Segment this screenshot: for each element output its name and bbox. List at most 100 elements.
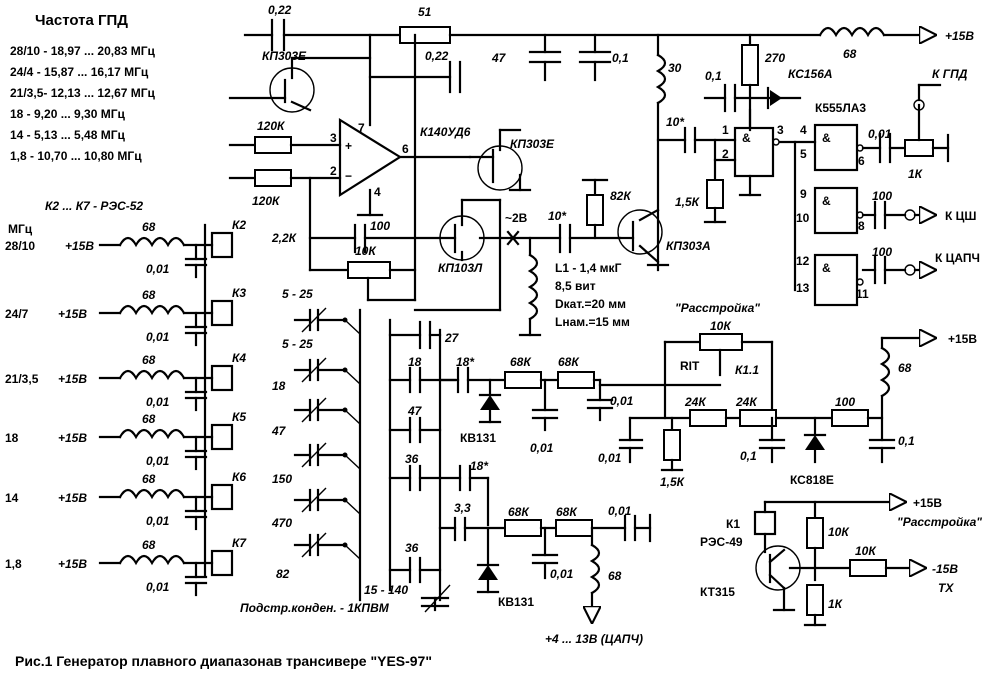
- out-capch-label: К ЦАПЧ: [935, 251, 980, 265]
- svg-text:4: 4: [800, 123, 807, 137]
- relay-bank-header: К2 ... К7 - РЭС-52: [45, 199, 143, 213]
- vd1-label: КВ131: [460, 431, 496, 445]
- relay-band-label: 28/10: [5, 239, 35, 253]
- l-top-label: 68: [843, 47, 857, 61]
- pin6-label: 6: [402, 142, 409, 156]
- freq-row: 28/10 - 18,97 ... 20,83 МГц: [10, 44, 156, 58]
- rit-section: "Расстройка" 10К RIT К1.1 24К 24К 0,01 1…: [598, 301, 977, 489]
- trimmer-array: 5 - 25 5 - 25 18 47 150 470 82 27 18 47 …: [240, 287, 460, 615]
- vd-818-label: КС818Е: [790, 473, 834, 487]
- figure-caption: Рис.1 Генератор плавного диапазонав тран…: [15, 653, 432, 669]
- freq-row: 21/3,5- 12,13 ... 12,67 МГц: [10, 86, 156, 100]
- relay-ref-label: К5: [232, 410, 246, 424]
- tx-label: ТХ: [938, 581, 954, 595]
- freq-table-title: Частота ГПД: [35, 12, 128, 29]
- c-27-label: 27: [444, 331, 460, 345]
- relay-choke-label: 68: [142, 353, 156, 367]
- l1-label-b: 8,5 вит: [555, 279, 596, 293]
- trim-note: Подстр.конден. - 1КПВМ: [240, 601, 390, 615]
- detune-label: "Расстройка": [675, 301, 760, 315]
- r-22-label: 2,2К: [271, 231, 298, 245]
- trimmer-row: [293, 307, 361, 335]
- vd2-label: КВ131: [498, 595, 534, 609]
- trimmer-row: [293, 442, 361, 470]
- relay-band-label: 24/7: [5, 307, 29, 321]
- c-36b-label: 36: [405, 541, 419, 555]
- r-10k-label: 10К: [355, 244, 377, 258]
- relay-cap-label: 0,01: [146, 454, 170, 468]
- svg-text:11: 11: [856, 287, 869, 301]
- supply-c-label: +15В: [913, 496, 942, 510]
- trim-47-label: 47: [271, 424, 287, 438]
- svg-text:6: 6: [858, 154, 865, 168]
- trimmer-row: [293, 487, 361, 515]
- relay-supply-label: +15В: [58, 491, 87, 505]
- relay-band-label: 1,8: [5, 557, 22, 571]
- r-15-label: 1,5К: [675, 195, 701, 209]
- c-001f-label: 0,01: [598, 451, 622, 465]
- l-68b-label: 68: [898, 361, 912, 375]
- relay-bank-unit: МГц: [8, 222, 33, 236]
- trimmer-row: [293, 357, 361, 385]
- r-68d-label: 68К: [556, 505, 578, 519]
- out-gpd-label: К ГПД: [932, 67, 968, 81]
- freq-row: 24/4 - 15,87 ... 16,17 МГц: [10, 65, 149, 79]
- opamp-block: КП303Е 0,22 + − 3 2 7 6 4 К140УД6 120К 1…: [228, 33, 472, 302]
- var-15-label: 15 - 140: [364, 583, 408, 597]
- trim-18-label: 18: [272, 379, 286, 393]
- r-top-label: 51: [418, 5, 432, 19]
- freq-row: 18 - 9,20 ... 9,30 МГц: [10, 107, 126, 121]
- r-68b-label: 68К: [558, 355, 580, 369]
- relay-supply-label: +15В: [58, 557, 87, 571]
- c-33-label: 3,3: [454, 501, 471, 515]
- c-47-label: 47: [491, 51, 507, 65]
- svg-text:+: +: [345, 139, 352, 153]
- trimmer-row: [293, 397, 361, 425]
- relay-cap-label: 0,01: [146, 395, 170, 409]
- r-1k-label: 1К: [908, 167, 924, 181]
- c-36a-label: 36: [405, 452, 419, 466]
- q3-label: КП103Л: [438, 261, 483, 275]
- c-01c-label: 0,1: [740, 449, 757, 463]
- q2-label: КП303Е: [510, 137, 555, 151]
- q4-label: КП303А: [666, 239, 711, 253]
- fet-stage: КП303Е КП103Л ~2В L1 - 1,4 мкГ 8,5 вит D…: [413, 128, 632, 337]
- c-001e-label: 0,01: [608, 504, 632, 518]
- relay-cap-label: 0,01: [146, 580, 170, 594]
- svg-text:−: −: [345, 169, 352, 183]
- relay-band-label: 14: [5, 491, 19, 505]
- rit-label: RIT: [680, 359, 700, 373]
- r-24b-label: 24К: [735, 395, 758, 409]
- c-100c-label: 100: [872, 245, 892, 259]
- c-top-label: 0,22: [268, 3, 292, 17]
- r-100-label: 100: [835, 395, 855, 409]
- pin7-label: 7: [358, 121, 365, 135]
- r-24a-label: 24К: [684, 395, 707, 409]
- r-10ka-label: 10К: [828, 525, 850, 539]
- relay-choke-label: 68: [142, 288, 156, 302]
- supply-b-label: +15В: [948, 332, 977, 346]
- pin2-label: 2: [330, 164, 337, 178]
- l1-label-c: Dкат.=20 мм: [555, 297, 626, 311]
- relay-supply-label: +15В: [65, 239, 94, 253]
- c-18s-b-label: 18*: [470, 459, 489, 473]
- frequency-table: Частота ГПД 28/10 - 18,97 ... 20,83 МГц …: [10, 12, 156, 163]
- relay-ref-label: К2: [232, 218, 246, 232]
- freq-row: 1,8 - 10,70 ... 10,80 МГц: [10, 149, 142, 163]
- r-68c-label: 68К: [508, 505, 530, 519]
- pot-10k-label: 10К: [710, 319, 732, 333]
- r-120b-label: 120К: [252, 194, 281, 208]
- c-01d-label: 0,1: [898, 434, 915, 448]
- r-15k-label: 1,5К: [660, 475, 686, 489]
- c-47-label: 47: [407, 404, 423, 418]
- buffer-stage: КП303А 10* 1,5К & 1 2 3 К555ЛА3 & 4 5 6: [617, 67, 980, 307]
- k1-label: К1: [726, 517, 740, 531]
- zener-top-label: КС156А: [788, 67, 833, 81]
